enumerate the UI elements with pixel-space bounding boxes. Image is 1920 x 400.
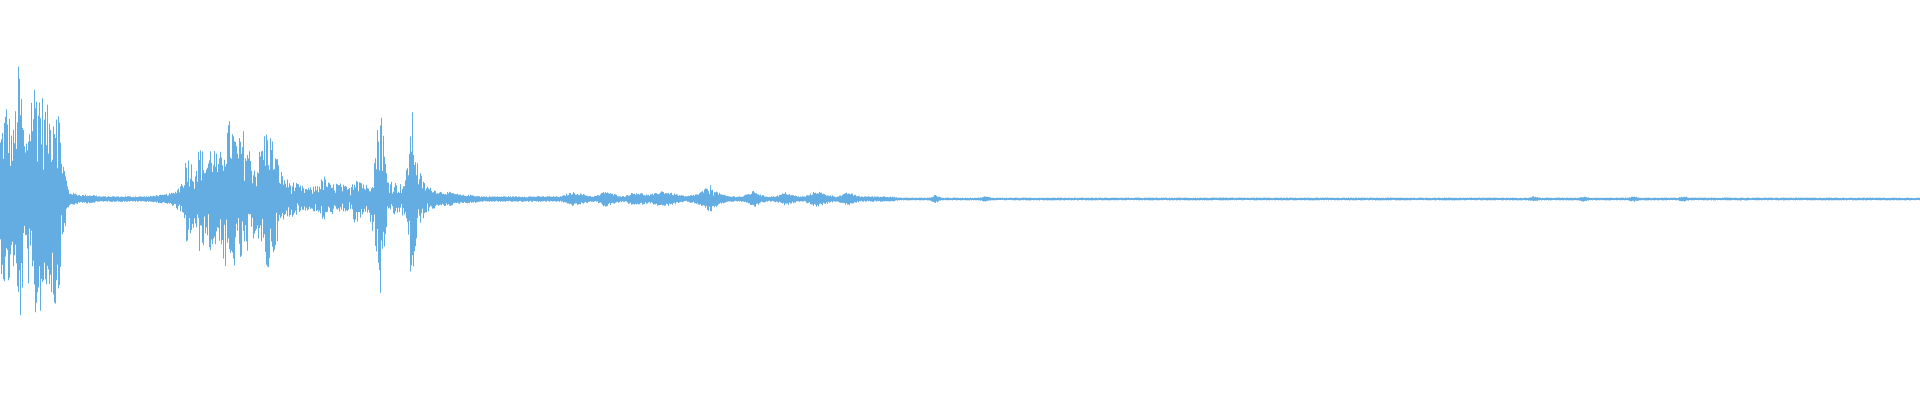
waveform-path <box>0 66 1920 316</box>
